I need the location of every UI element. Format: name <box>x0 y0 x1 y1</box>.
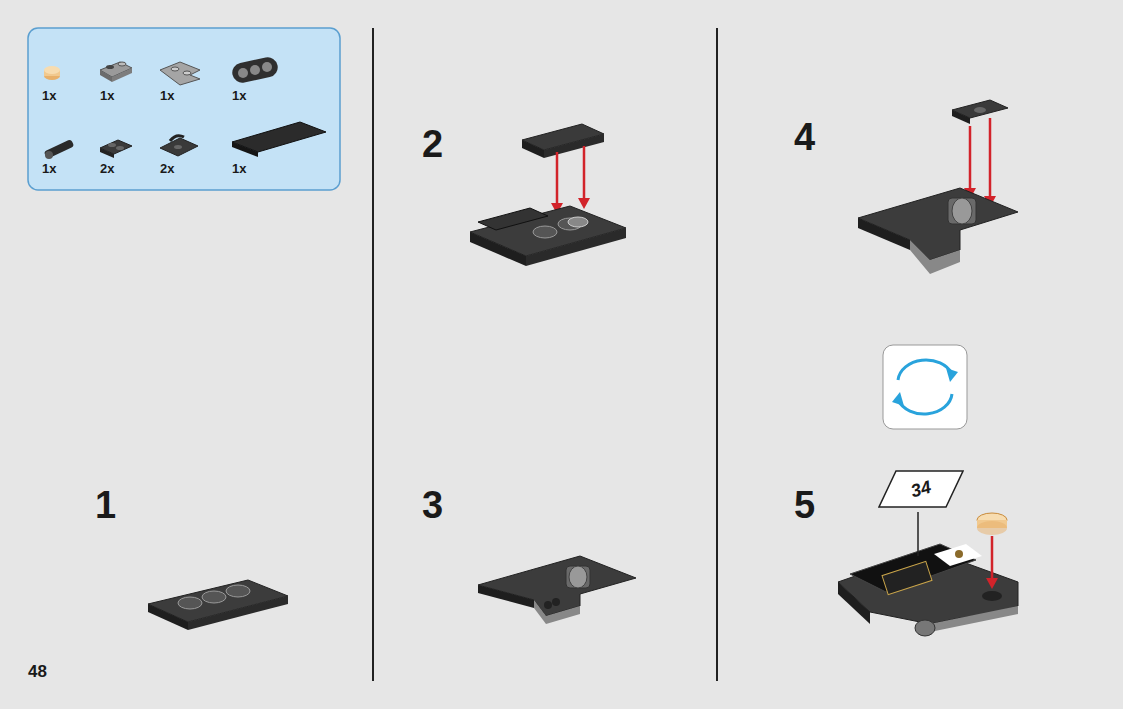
part-quantity: 1x <box>42 88 56 103</box>
part-quantity: 1x <box>100 88 114 103</box>
part-quantity: 1x <box>42 161 56 176</box>
step-number: 1 <box>95 484 116 527</box>
part-quantity: 1x <box>232 88 246 103</box>
parts-list-panel: 1x 1x 1x 1x 1x 2x 2x 1x <box>28 28 340 190</box>
step-number: 3 <box>422 484 443 527</box>
page-number: 48 <box>28 662 47 682</box>
part-quantity: 1x <box>232 161 246 176</box>
step-number: 5 <box>794 484 815 527</box>
part-quantity: 2x <box>160 161 174 176</box>
part-quantity: 2x <box>100 161 114 176</box>
step-number: 4 <box>794 116 815 159</box>
step-number: 2 <box>422 123 443 166</box>
part-quantity: 1x <box>160 88 174 103</box>
sticker-callout: 34 <box>878 470 964 508</box>
